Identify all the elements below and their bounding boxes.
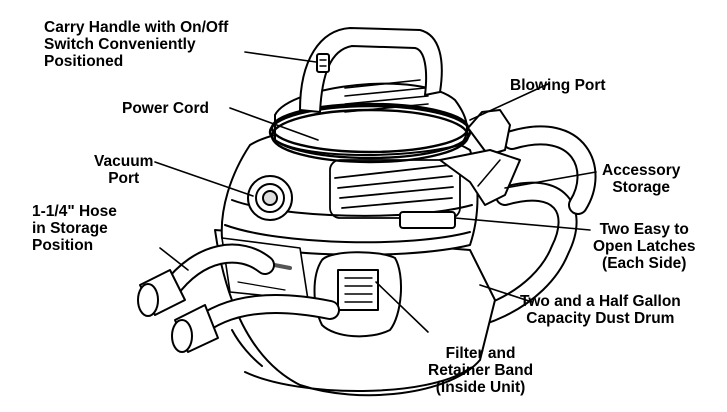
- carry-handle-label-line-3: Positioned: [44, 53, 124, 70]
- filter-label-line-1: Filter and: [445, 345, 516, 362]
- hose-storage-label: 1-1/4" Hose in Storage Position: [32, 203, 117, 254]
- carry-handle-label-line-2: Switch Conveniently: [44, 36, 196, 53]
- stored-hose: [137, 243, 340, 353]
- hose-storage-label-line-3: Position: [32, 237, 94, 254]
- filter-label: Filter and Retainer Band (Inside Unit): [428, 345, 533, 396]
- blowing-port-label-line-1: Blowing Port: [510, 77, 606, 94]
- leader-lines: [154, 51, 597, 333]
- vacuum-port-label-line-2: Port: [108, 170, 140, 187]
- blowing-port: [467, 109, 511, 156]
- accessory-storage-label-line-2: Storage: [612, 179, 671, 196]
- accessory-storage-label: Accessory Storage: [602, 162, 680, 196]
- hose-storage-label-line-1: 1-1/4" Hose: [32, 203, 117, 220]
- power-cord-label-line-1: Power Cord: [122, 100, 209, 117]
- vacuum-port-label-line-1: Vacuum: [94, 153, 154, 170]
- filter-label-line-2: Retainer Band: [428, 362, 534, 379]
- power-cord-label: Power Cord: [122, 100, 209, 117]
- head-vents: [329, 159, 461, 219]
- latches-label: Two Easy to Open Latches (Each Side): [593, 221, 696, 272]
- accessory-storage: [439, 149, 521, 206]
- top-vents: [344, 79, 429, 113]
- filter-label-line-3: (Inside Unit): [435, 379, 526, 396]
- vacuum-port: [247, 175, 293, 221]
- latches-label-line-3: (Each Side): [602, 255, 687, 272]
- dust-drum-label-line-2: Capacity Dust Drum: [526, 310, 675, 327]
- on-off-switch: [316, 53, 330, 73]
- carry-handle-label-line-1: Carry Handle with On/Off: [44, 19, 229, 36]
- carry-handle-label: Carry Handle with On/Off Switch Convenie…: [44, 19, 228, 70]
- carry-handle: [299, 27, 443, 113]
- latches-label-line-1: Two Easy to: [599, 221, 689, 238]
- latches-label-line-2: Open Latches: [593, 238, 696, 255]
- latch: [399, 211, 456, 229]
- dust-drum-label: Two and a Half Gallon Capacity Dust Drum: [520, 293, 681, 327]
- dust-drum-label-line-1: Two and a Half Gallon: [520, 293, 681, 310]
- vacuum-port-label: Vacuum Port: [94, 153, 153, 187]
- blowing-port-label: Blowing Port: [510, 77, 606, 94]
- accessory-storage-label-line-1: Accessory: [602, 162, 681, 179]
- hose-storage-label-line-2: in Storage: [32, 220, 108, 237]
